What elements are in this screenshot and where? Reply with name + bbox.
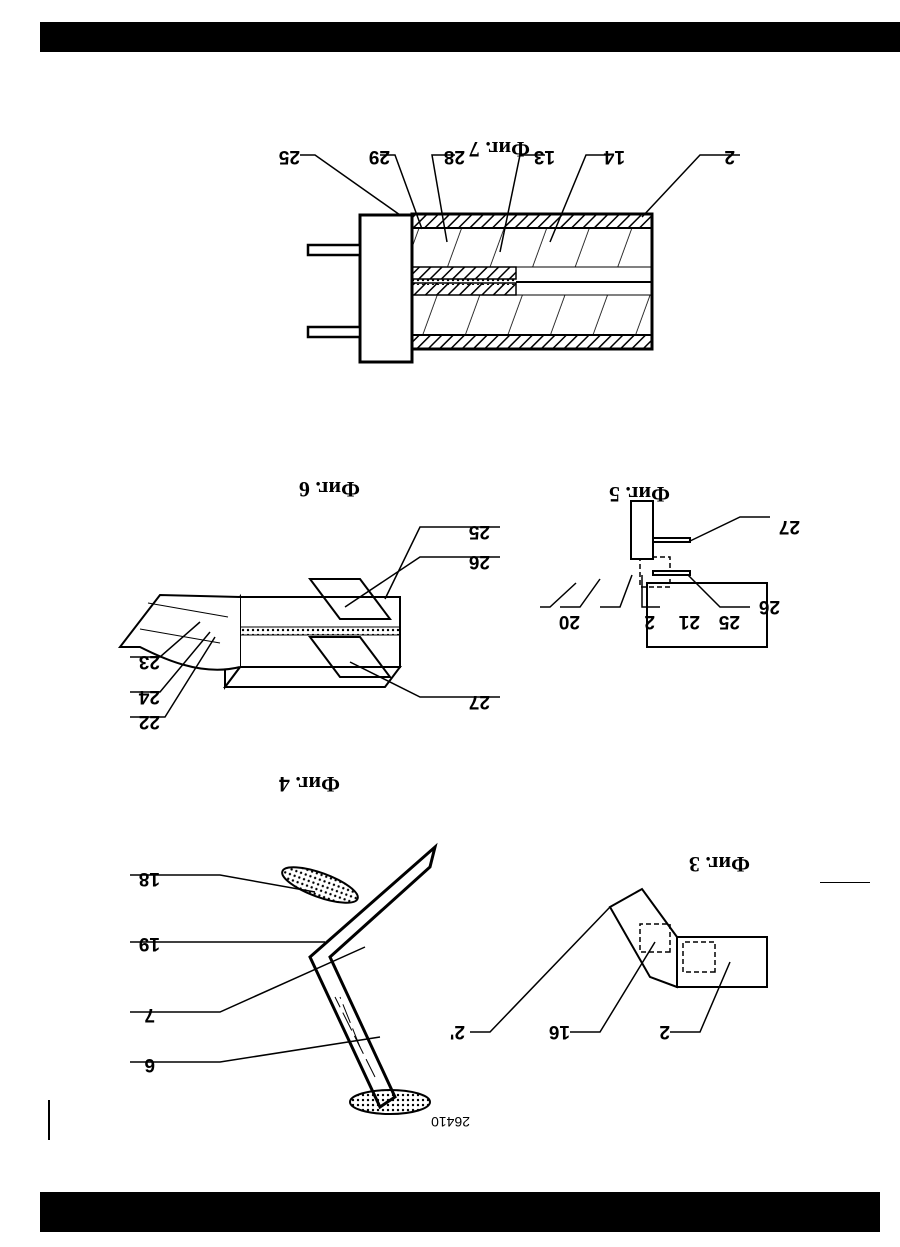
fig5-caption: Фиг. 5 xyxy=(609,481,670,507)
fig7-label-2: 2 xyxy=(724,145,735,167)
fig7-label-14: 14 xyxy=(604,145,625,167)
page-number: 26410 xyxy=(431,1114,470,1130)
fig6-label-25: 25 xyxy=(469,520,490,542)
fig4-label-19: 19 xyxy=(139,932,160,954)
fig3-label-16: 16 xyxy=(549,1020,570,1042)
fig5-label-20: 20 xyxy=(559,610,580,632)
fig3-drawing xyxy=(470,889,767,1032)
fig4-caption: Фиг. 4 xyxy=(279,771,340,797)
fig3-label-2: 2 xyxy=(659,1020,670,1042)
fig4-label-18: 18 xyxy=(139,867,160,889)
fig3-label-2prime: 2' xyxy=(450,1020,465,1042)
fig5-label-25: 25 xyxy=(719,610,740,632)
fig4-drawing xyxy=(278,847,435,1114)
fig6-caption: Фиг. 6 xyxy=(299,476,360,502)
fig7-label-25: 25 xyxy=(279,145,300,167)
fig7-caption: Фиг. 7 xyxy=(469,136,530,162)
fig4-label-7: 7 xyxy=(144,1003,155,1025)
fig5-label-27: 27 xyxy=(779,515,800,537)
fig6-label-24: 24 xyxy=(139,685,160,707)
fig7-label-29: 29 xyxy=(369,145,390,167)
fig5-label-26: 26 xyxy=(759,595,780,617)
fig6-drawing xyxy=(120,579,400,687)
fig6-label-23: 23 xyxy=(139,650,160,672)
fig6-label-26: 26 xyxy=(469,550,490,572)
fig7-label-28: 28 xyxy=(444,145,465,167)
fig6-label-22: 22 xyxy=(139,710,160,732)
fig5-label-2: 2 xyxy=(644,610,655,632)
fig4-label-6: 6 xyxy=(144,1053,155,1075)
fig6-label-27: 27 xyxy=(469,690,490,712)
fig7-label-13: 13 xyxy=(534,145,555,167)
fig3-caption: Фиг. 3 xyxy=(689,851,750,877)
fig7-drawing xyxy=(300,155,740,362)
fig5-label-21: 21 xyxy=(679,610,700,632)
